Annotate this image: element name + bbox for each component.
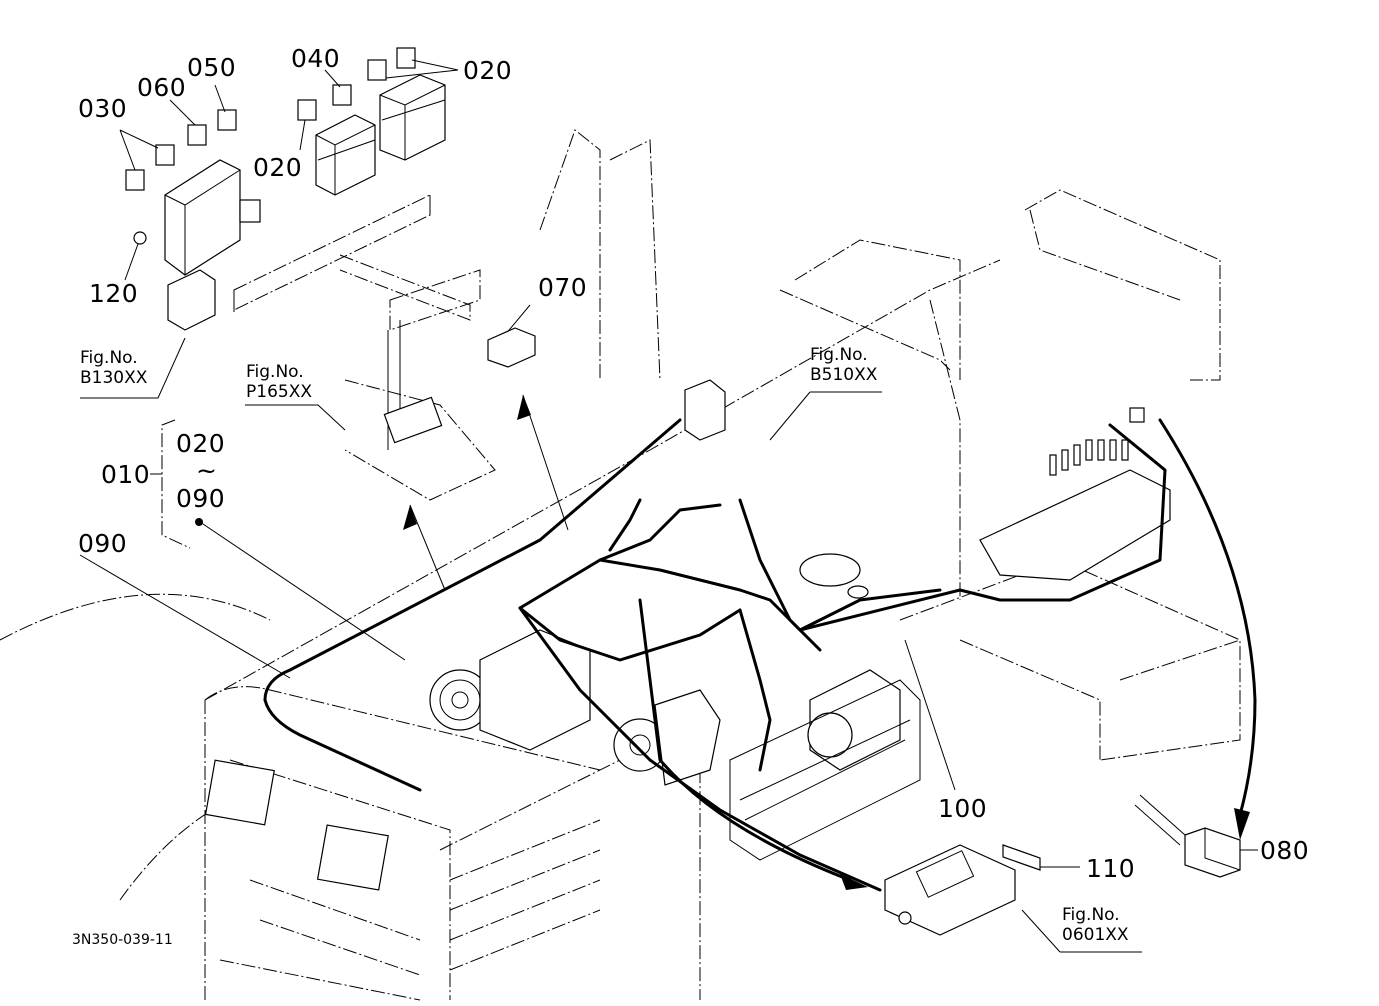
callout-010: 010 — [101, 460, 151, 489]
connector-080 — [1134, 794, 1241, 878]
callout-070: 070 — [538, 273, 588, 302]
wiring-harness-090 — [263, 418, 1167, 892]
callout-110: 110 — [1086, 854, 1136, 883]
set-range-symbol: ~ — [196, 456, 218, 485]
headlights — [204, 759, 389, 891]
glow-controller-0601 — [884, 844, 1016, 936]
fuse-bracket-assembly — [125, 47, 496, 501]
relay-box-mid — [315, 114, 376, 196]
fig-ref-number: 0601XX — [1062, 925, 1129, 945]
callout-120: 120 — [89, 279, 139, 308]
engine-components — [204, 327, 1241, 936]
callout-040: 040 — [291, 44, 341, 73]
fig-ref-number: B130XX — [80, 368, 148, 388]
callout-080: 080 — [1260, 836, 1310, 865]
set-range-to: 090 — [176, 484, 226, 513]
fig-ref-underlines — [80, 391, 1142, 953]
fig-ref-number: B510XX — [810, 365, 878, 385]
set-bracket — [150, 419, 191, 549]
fig-ref-title: Fig.No. — [80, 348, 138, 368]
relay-box-right — [379, 74, 446, 161]
fuse-110 — [1002, 844, 1041, 871]
connector-070 — [487, 327, 536, 368]
callout-030: 030 — [78, 94, 128, 123]
ac-compressor — [429, 629, 591, 751]
tractor-hood — [0, 129, 1241, 1001]
fig-ref-title: Fig.No. — [1062, 905, 1120, 925]
relay-box-left — [164, 159, 261, 276]
callout-100: 100 — [938, 794, 988, 823]
engine-block — [729, 679, 921, 861]
drawing-code: 3N350-039-11 — [72, 932, 173, 948]
callout-090: 090 — [78, 529, 128, 558]
fig-ref-title: Fig.No. — [810, 345, 868, 365]
fig-ref-p165: Fig.No. P165XX — [246, 362, 312, 402]
fig-ref-0601: Fig.No. 0601XX — [1062, 905, 1129, 945]
callout-060: 060 — [137, 73, 187, 102]
sensor-plate-b510 — [684, 379, 869, 599]
starter-motor — [807, 669, 901, 771]
fuses — [125, 47, 416, 191]
instrument-panel-sensors — [979, 407, 1171, 581]
callout-050: 050 — [187, 53, 237, 82]
fig-ref-b130: Fig.No. B130XX — [80, 348, 147, 388]
callout-020-mid: 020 — [253, 153, 303, 182]
alternator — [613, 689, 721, 786]
set-range-from: 020 — [176, 429, 226, 458]
fig-ref-title: Fig.No. — [246, 362, 304, 382]
callout-020-top: 020 — [463, 56, 513, 85]
exploded-view-arrows — [403, 394, 1257, 890]
fig-ref-number: P165XX — [246, 382, 312, 402]
fig-ref-b510: Fig.No. B510XX — [810, 345, 877, 385]
